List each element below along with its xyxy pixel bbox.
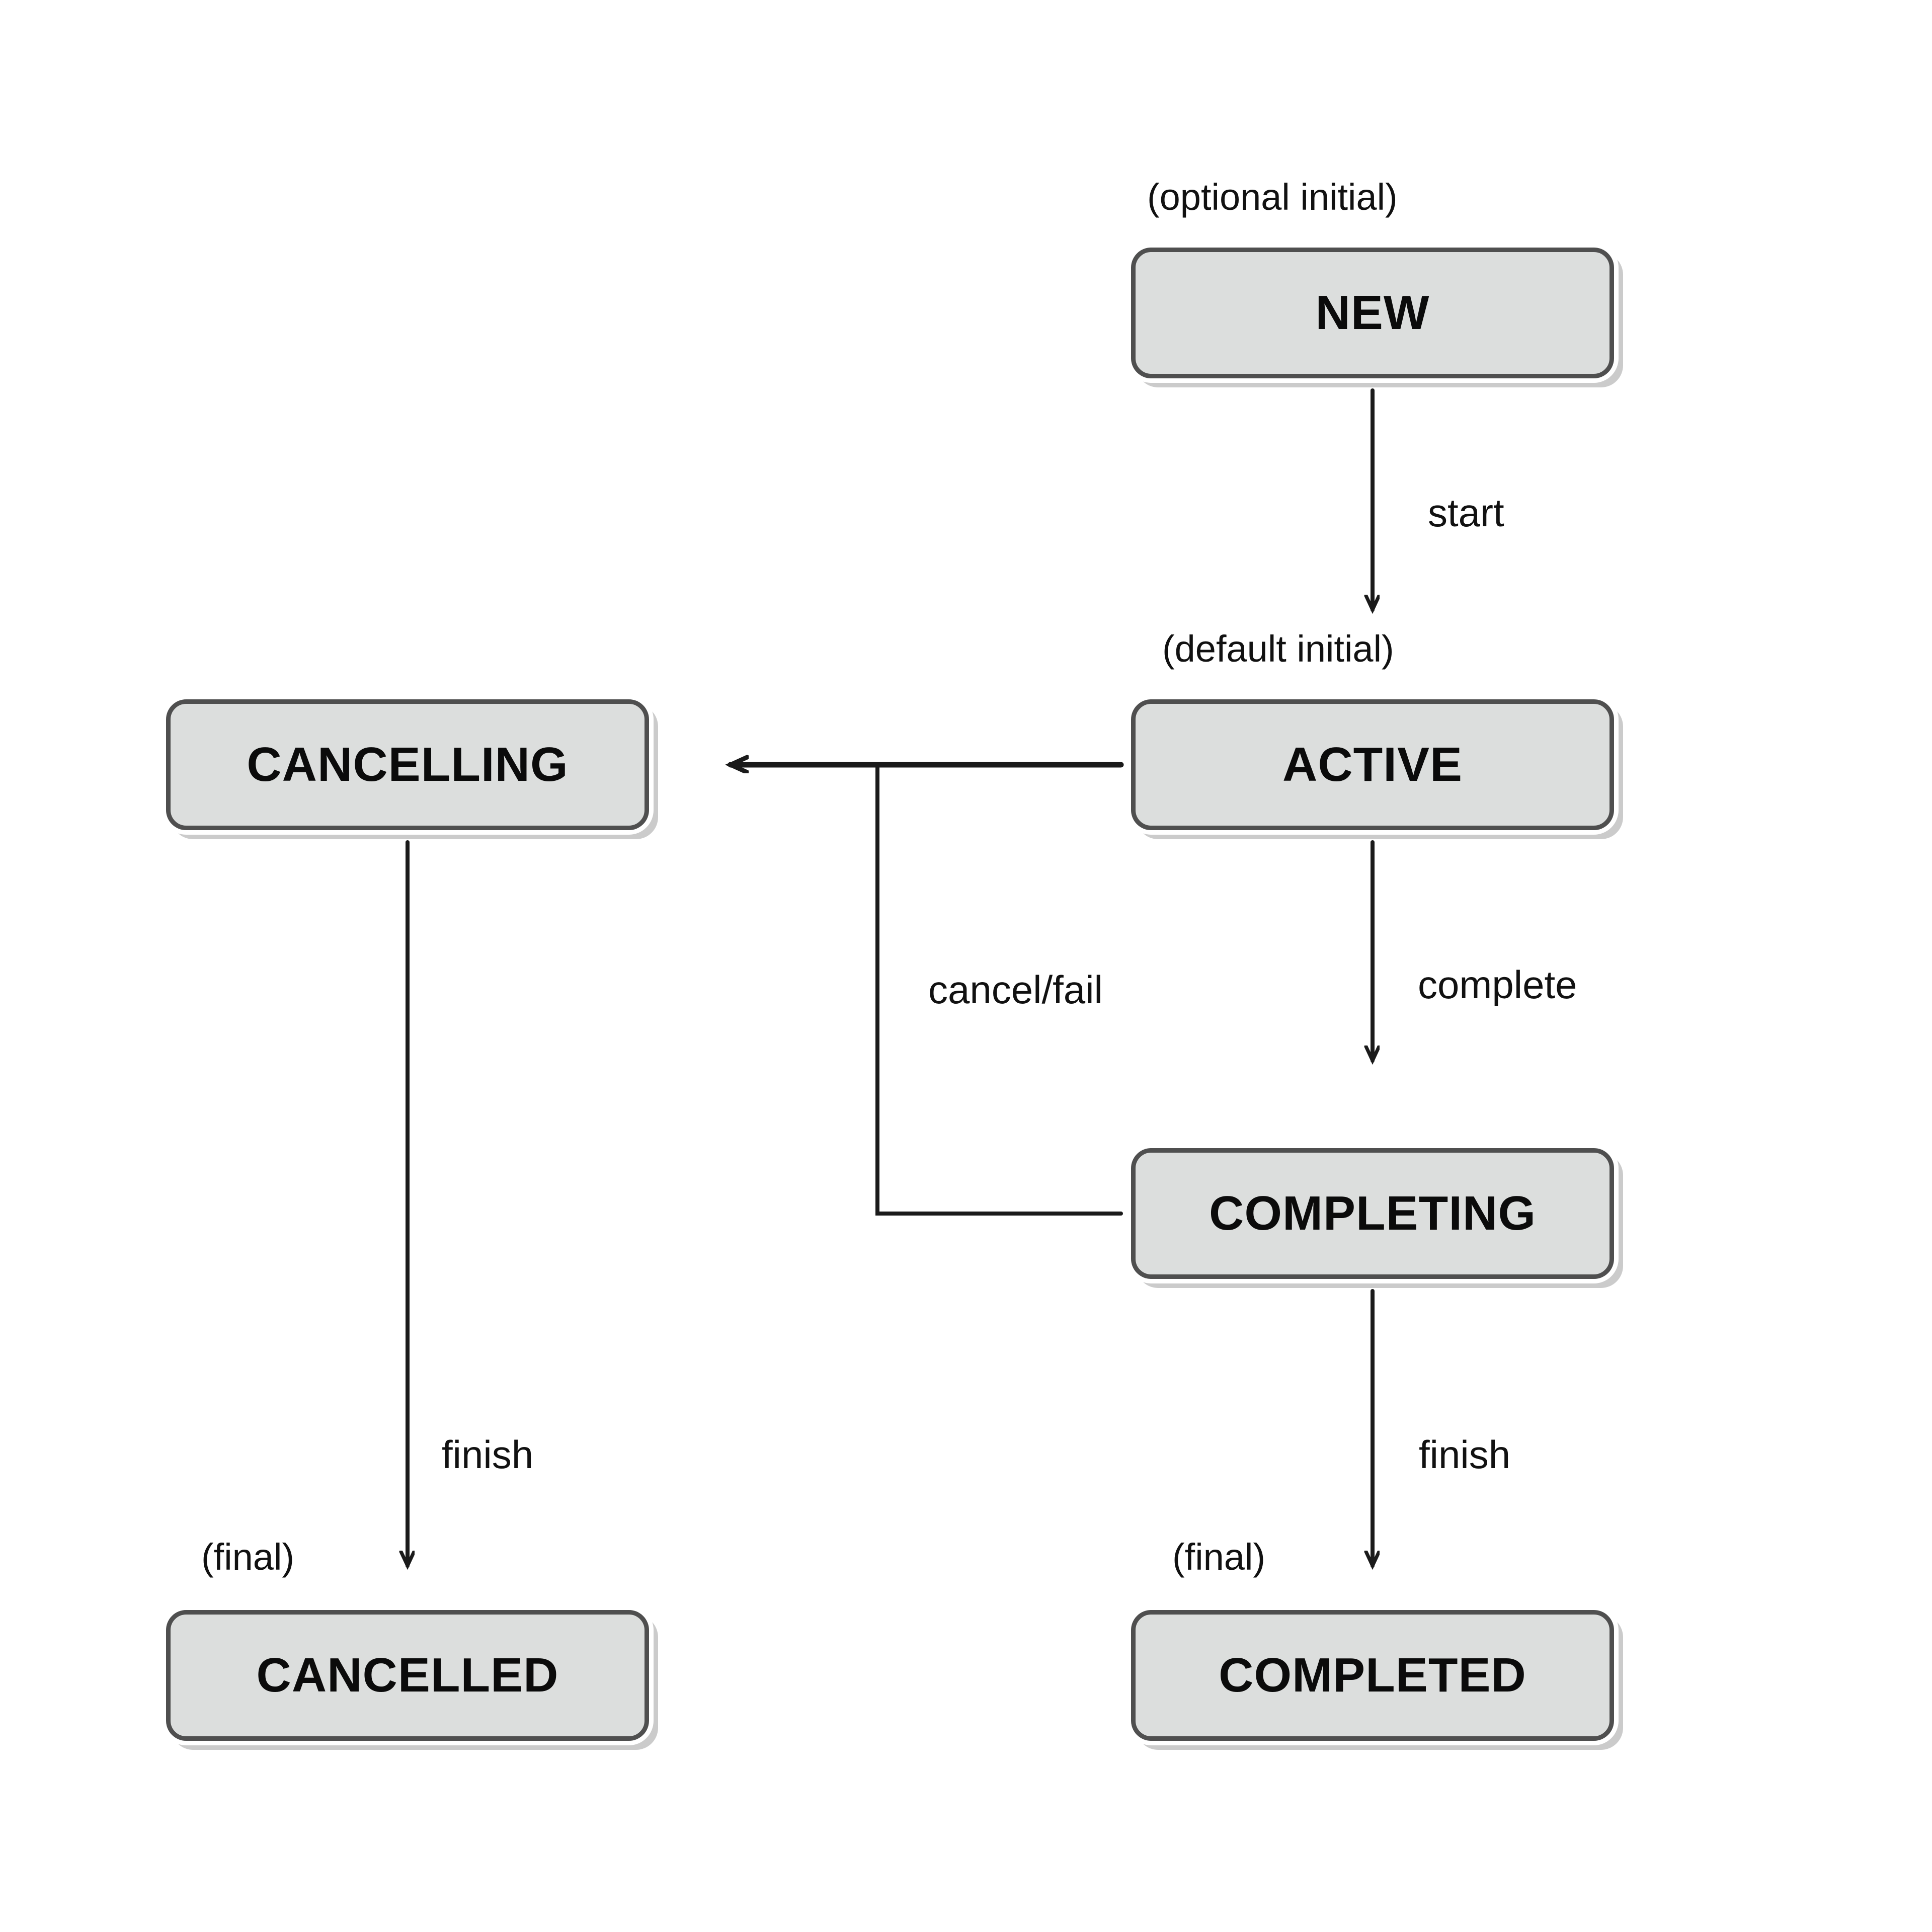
state-label-completed: COMPLETED (1219, 1648, 1526, 1702)
edge-label-finish-right: finish (1419, 1432, 1511, 1477)
edge-label-start: start (1428, 491, 1504, 535)
annotation-cancelled-final: (final) (201, 1536, 295, 1578)
state-node-cancelling[interactable]: CANCELLING (166, 699, 649, 830)
edge-label-cancel-fail: cancel/fail (928, 968, 1103, 1012)
edge-label-finish-left: finish (442, 1432, 534, 1477)
annotation-completed-final: (final) (1172, 1536, 1266, 1578)
state-label-cancelling: CANCELLING (247, 738, 569, 791)
edge-label-complete: complete (1418, 962, 1577, 1007)
annotation-new-optional-initial: (optional initial) (1147, 176, 1398, 218)
state-node-active[interactable]: ACTIVE (1131, 699, 1614, 830)
state-node-new[interactable]: NEW (1131, 248, 1614, 378)
state-node-cancelled[interactable]: CANCELLED (166, 1610, 649, 1741)
state-node-completed[interactable]: COMPLETED (1131, 1610, 1614, 1741)
state-label-new: NEW (1315, 286, 1430, 340)
state-node-completing[interactable]: COMPLETING (1131, 1148, 1614, 1279)
state-label-completing: COMPLETING (1209, 1186, 1536, 1240)
edge-cancel-fail (875, 765, 1123, 1216)
state-label-active: ACTIVE (1282, 738, 1463, 791)
state-label-cancelled: CANCELLED (256, 1648, 559, 1702)
annotation-active-default-initial: (default initial) (1162, 628, 1394, 670)
